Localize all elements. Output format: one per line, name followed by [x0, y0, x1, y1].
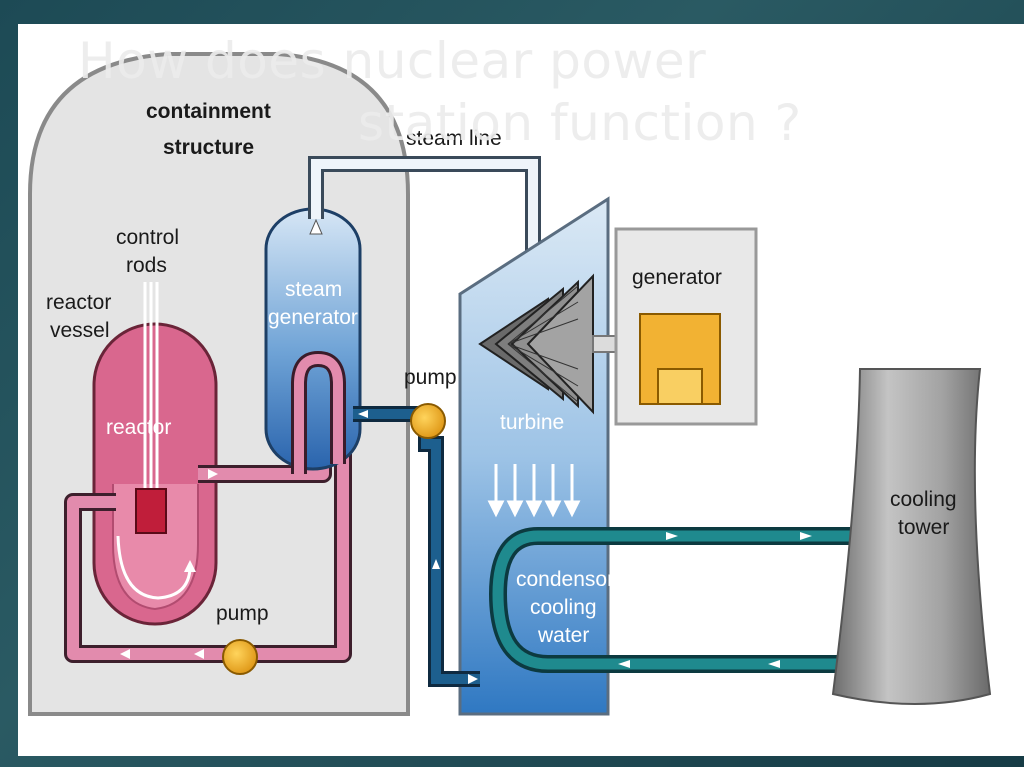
condensation-arrows — [487, 464, 581, 518]
label-cooling: cooling — [890, 488, 957, 511]
reactor-fuel — [135, 488, 167, 534]
label-tower: tower — [898, 516, 949, 539]
control-rods — [143, 282, 159, 494]
label-condensor: condensor — [516, 568, 614, 591]
slide-title-line1: How does nuclear power — [78, 32, 707, 90]
cooling-flow-arrows — [618, 532, 812, 668]
label-rods: rods — [126, 254, 167, 277]
label-reactor: reactor — [46, 291, 111, 314]
label-reactor-core: reactor — [106, 416, 171, 439]
pipe-flow-arrows — [120, 410, 478, 684]
cooling-tower — [831, 368, 992, 705]
label-pump-top: pump — [404, 366, 457, 389]
nuclear-plant-diagram: containment structure steam line control… — [28, 52, 992, 716]
slide-title-line2: station function ? — [358, 94, 802, 152]
label-turbine: turbine — [500, 411, 564, 434]
pump-feedwater — [410, 403, 446, 439]
label-containment: containment — [146, 100, 271, 123]
diagram-labels: containment structure steam line control… — [46, 100, 957, 647]
reactor-flow-arrowhead — [184, 560, 196, 572]
pump-primary — [222, 639, 258, 675]
label-steam: steam — [285, 278, 342, 301]
label-cooling-water: cooling — [530, 596, 597, 619]
label-vessel: vessel — [50, 319, 110, 342]
slide-frame: containment structure steam line control… — [18, 24, 1024, 756]
label-structure: structure — [163, 136, 254, 159]
reactor-core-area — [112, 484, 199, 611]
label-control: control — [116, 226, 179, 249]
label-steam-line: steam line — [406, 127, 502, 150]
label-water: water — [537, 624, 589, 647]
reactor-flow-arrow — [116, 535, 192, 600]
label-pump-bottom: pump — [216, 602, 269, 625]
label-generator-sg: generator — [268, 306, 358, 329]
label-generator: generator — [632, 266, 722, 289]
